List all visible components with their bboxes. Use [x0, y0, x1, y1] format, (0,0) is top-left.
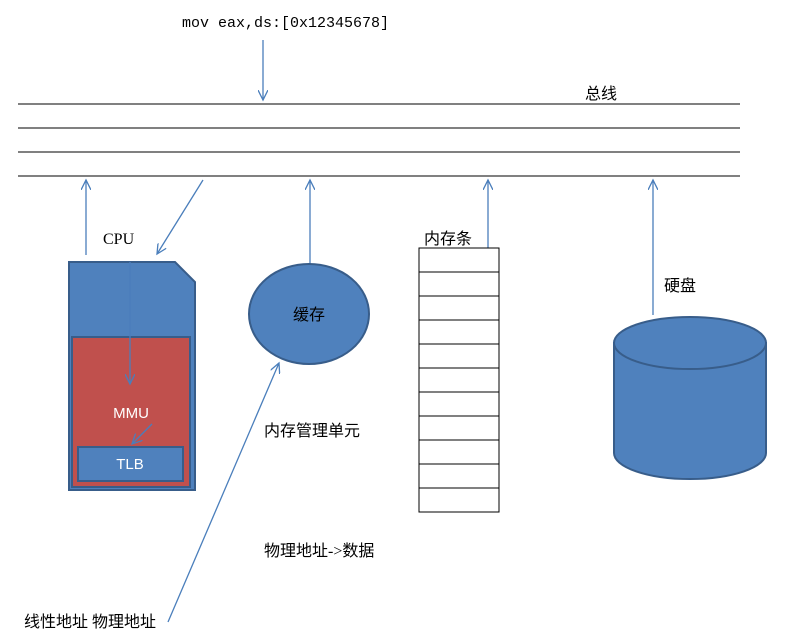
memory-slot [418, 271, 500, 297]
mmu-full-label: 内存管理单元 [264, 422, 360, 440]
tlb-label: TLB [116, 456, 144, 473]
address-to-cache-arrow [167, 363, 279, 623]
memory-slot [418, 439, 500, 465]
cpu-label: CPU [103, 231, 135, 248]
cache-node: 缓存 [248, 263, 370, 365]
memory-slot [418, 463, 500, 489]
hard-disk [613, 316, 767, 480]
arrows [86, 40, 653, 623]
memory-slot [418, 367, 500, 393]
linear-physical-label: 线性地址 物理地址 [24, 613, 156, 631]
disk-label: 硬盘 [664, 276, 696, 295]
disk-top [613, 316, 767, 370]
memory-slot [418, 247, 500, 273]
instruction-text: mov eax,ds:[0x12345678] [182, 15, 389, 32]
memory-stick-label: 内存条 [424, 230, 472, 248]
memory-slot [418, 343, 500, 369]
bus-lines [18, 103, 740, 177]
disk-body [613, 342, 767, 480]
memory-stick [418, 247, 500, 513]
tlb-box [77, 446, 184, 482]
cpu-chip: MMU TLB [68, 261, 196, 491]
phys-to-data-label: 物理地址->数据 [264, 542, 374, 560]
bus-to-cpu-arrow [157, 179, 204, 254]
memory-slot [418, 319, 500, 345]
mmu-label: MMU [113, 405, 149, 422]
mmu-to-tlb-arrow [132, 423, 153, 444]
cache-ellipse [248, 263, 370, 365]
cache-label: 缓存 [293, 306, 325, 324]
memory-slot [418, 415, 500, 441]
memory-slot [418, 391, 500, 417]
memory-slot [418, 487, 500, 513]
memory-slot [418, 295, 500, 321]
bus-label: 总线 [585, 85, 617, 103]
